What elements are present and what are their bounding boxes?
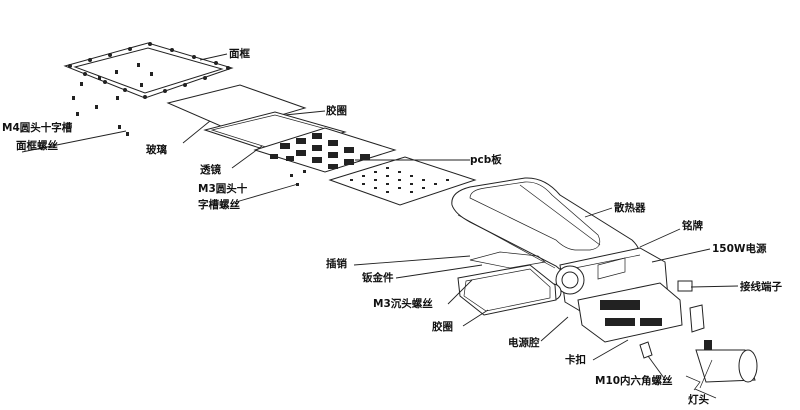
label-m4-screw-2: 面框螺丝 <box>16 139 58 152</box>
label-nameplate: 铭牌 <box>682 219 703 232</box>
leader-lines <box>21 53 739 399</box>
label-plug: 插销 <box>326 257 347 270</box>
gasket-bottom-part <box>457 264 557 316</box>
label-gasket-top: 胶圈 <box>326 104 347 117</box>
label-power-supply: 150W电源 <box>712 242 767 255</box>
label-pcb-board: pcb板 <box>470 153 502 166</box>
label-m3-screw-2: 字槽螺丝 <box>198 198 240 211</box>
lens-part <box>253 127 397 173</box>
face-frame-part <box>63 42 234 99</box>
label-terminal: 接线端子 <box>740 280 782 293</box>
label-heat-sink: 散热器 <box>614 201 646 214</box>
clip-part <box>639 341 653 359</box>
lamp-head-part <box>685 340 758 391</box>
sheet-metal-part <box>469 251 546 269</box>
label-glass: 玻璃 <box>146 143 167 156</box>
m4-screws <box>72 63 153 136</box>
power-housing-part <box>544 247 683 343</box>
label-clip: 卡扣 <box>565 353 586 366</box>
label-lens: 透镜 <box>200 163 221 176</box>
pcb-board-part <box>328 156 477 206</box>
label-m3-countersunk: M3沉头螺丝 <box>373 297 433 310</box>
terminal-part <box>677 280 693 292</box>
label-gasket-bottom: 胶圈 <box>432 320 453 333</box>
label-m4-screw-1: M4圆头十字槽 <box>2 121 73 134</box>
label-power-cavity: 电源腔 <box>508 336 540 349</box>
label-lamp-head: 灯头 <box>688 393 709 406</box>
bracket-part <box>689 304 705 333</box>
m3-screws <box>290 170 306 186</box>
label-m3-screw-1: M3圆头十 <box>198 182 248 195</box>
label-face-frame: 面框 <box>229 47 250 60</box>
label-m10-screw: M10内六角螺丝 <box>595 374 673 387</box>
label-sheet-metal: 钣金件 <box>362 271 394 284</box>
